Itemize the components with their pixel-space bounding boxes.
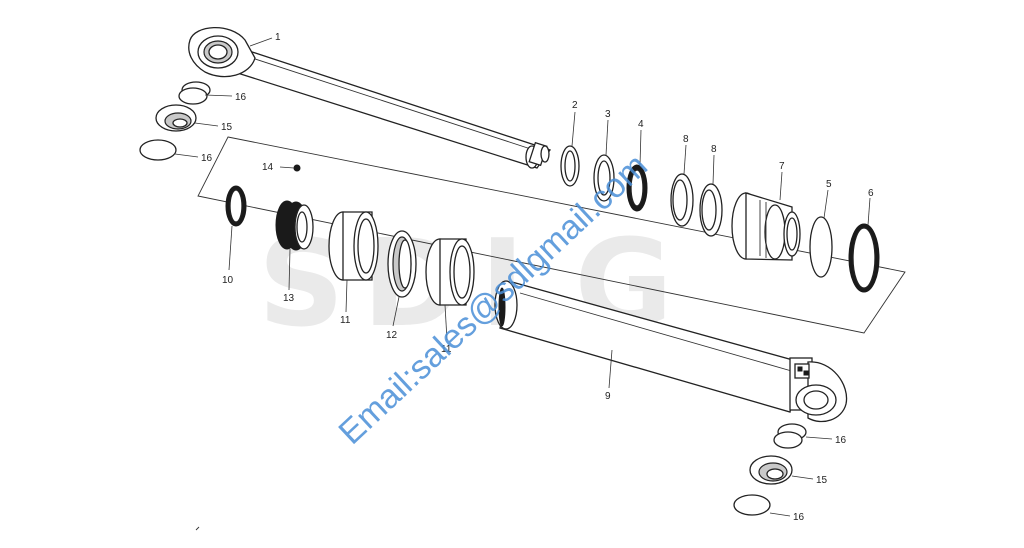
retaining-ring-16b [178, 87, 208, 105]
callout-16: 16 [835, 435, 847, 446]
retaining-ring-16f [733, 494, 771, 516]
piston-seal-12 [387, 230, 417, 298]
callout-5: 5 [826, 179, 832, 190]
retaining-ring-16e [773, 431, 803, 449]
callout-6: 6 [868, 188, 874, 199]
callout-14: 14 [262, 162, 274, 173]
seal-10 [225, 185, 247, 227]
assembly-frame [197, 136, 906, 334]
callout-10: 10 [222, 275, 234, 286]
callout-11: 11 [441, 344, 452, 355]
set-screw-14 [293, 164, 301, 172]
callout-13: 13 [283, 293, 295, 304]
callout-16: 16 [793, 512, 805, 523]
callout-labels: 1 16 15 16 2 3 4 8 8 7 5 6 14 10 13 11 1… [201, 32, 874, 523]
seal-3 [593, 154, 615, 202]
wear-ring-11b [425, 238, 475, 306]
callout-3: 3 [605, 109, 611, 120]
leader-lines [174, 37, 871, 517]
piston-13 [275, 200, 314, 251]
wear-ring-11a [328, 211, 379, 281]
bushing-15-upper [155, 104, 197, 132]
callout-15: 15 [221, 122, 233, 133]
piston-rod [188, 27, 552, 169]
stray-mark [195, 526, 200, 531]
seal-2 [560, 145, 580, 187]
callout-8: 8 [711, 144, 717, 155]
callout-4: 4 [638, 119, 644, 130]
o-ring-5 [809, 216, 833, 278]
callout-15: 15 [816, 475, 828, 486]
guide-ring-8a [670, 173, 694, 227]
retaining-ring-16c [139, 139, 177, 161]
cylinder-head-7 [731, 192, 801, 261]
backup-ring-6 [848, 223, 880, 293]
callout-11: 11 [340, 315, 351, 326]
callout-8: 8 [683, 134, 689, 145]
callout-16: 16 [201, 153, 213, 164]
cylinder-barrel [494, 280, 848, 423]
guide-ring-8b [699, 183, 723, 237]
callout-2: 2 [572, 100, 578, 111]
bushing-15-lower [749, 455, 793, 485]
callout-16: 16 [235, 92, 247, 103]
callout-7: 7 [779, 161, 785, 172]
callout-9: 9 [605, 391, 611, 402]
callout-12: 12 [386, 330, 398, 341]
seal-4 [626, 164, 648, 212]
callout-1: 1 [275, 32, 281, 43]
